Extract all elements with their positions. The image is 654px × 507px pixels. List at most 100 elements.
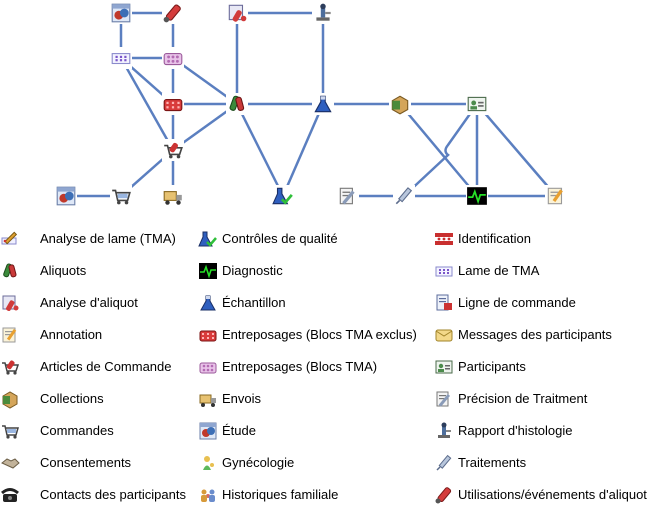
- legend-label: Identification: [458, 231, 531, 246]
- annotation-icon: [2, 327, 17, 343]
- messages-icon: [435, 329, 453, 342]
- tma-slide-icon: [435, 266, 453, 277]
- histology-report-icon: [316, 3, 331, 21]
- study-icon: [199, 422, 217, 440]
- edge-participants-traitements: [403, 103, 479, 197]
- legend-item: Gynécologie: [198, 453, 294, 473]
- telephone-icon: [1, 488, 19, 502]
- legend-item: Aliquots: [0, 261, 86, 281]
- sample-flask-icon: [200, 295, 216, 311]
- node-diagnostic[interactable]: [466, 185, 488, 207]
- node-echantillon[interactable]: [312, 93, 334, 115]
- sample-flask-icon: [314, 95, 332, 113]
- edge-aliquots-controles: [235, 103, 285, 197]
- legend-label: Ligne de commande: [458, 295, 576, 310]
- legend-item: Ligne de commande: [434, 293, 576, 313]
- diagnosis-icon: [199, 263, 217, 279]
- node-annotation[interactable]: [545, 185, 567, 207]
- consents-handshake-icon: [1, 458, 20, 469]
- participants-icon: [435, 360, 453, 374]
- node-utilisations[interactable]: [162, 2, 184, 24]
- storage-tma-icon: [199, 362, 217, 374]
- node-envois[interactable]: [162, 185, 184, 207]
- node-precision[interactable]: [337, 185, 359, 207]
- aliquots-icon: [3, 263, 17, 278]
- legend-item: Traitements: [434, 453, 526, 473]
- legend-label: Participants: [458, 359, 526, 374]
- legend-label: Annotation: [40, 327, 103, 342]
- diagnosis-icon: [467, 187, 487, 205]
- legend-item: Articles de Commande: [0, 357, 172, 377]
- aliquot-uses-icon: [163, 4, 181, 23]
- aliquot-review-icon: [2, 295, 19, 311]
- node-etude[interactable]: [110, 2, 132, 24]
- legend-item: Contacts des participants: [0, 485, 186, 505]
- gynecology-icon: [203, 456, 214, 470]
- node-aliquots[interactable]: [226, 93, 248, 115]
- relationship-diagram: [55, 2, 567, 207]
- study-icon: [111, 3, 131, 23]
- order-line-icon: [436, 294, 452, 311]
- aliquot-review-icon: [228, 4, 247, 22]
- node-commandes[interactable]: [110, 185, 132, 207]
- legend-label: Traitements: [458, 455, 527, 470]
- storage-icon: [163, 99, 183, 112]
- legend-item: Entreposages (Blocs TMA): [198, 357, 377, 377]
- node-rapport-histo[interactable]: [312, 2, 334, 24]
- family-history-icon: [201, 489, 215, 502]
- legend-item: Participants: [434, 357, 526, 377]
- legend-label: Consentements: [40, 455, 132, 470]
- histology-report-icon: [438, 422, 451, 438]
- legend-label: Contacts des participants: [40, 487, 186, 502]
- legend-item: Précision de Traitment: [434, 389, 587, 409]
- tma-slide-icon: [111, 53, 131, 65]
- legend-item: Annotation: [0, 325, 102, 345]
- treatment-precision-icon: [339, 187, 355, 205]
- legend-item: Analyse de lame (TMA): [0, 229, 176, 249]
- legend-item: Envois: [198, 389, 261, 409]
- identification-icon: [435, 233, 453, 245]
- legend-label: Messages des participants: [458, 327, 612, 342]
- legend-item: Rapport d'histologie: [434, 421, 573, 441]
- treatment-precision-icon: [436, 391, 451, 407]
- legend-label: Analyse d'aliquot: [40, 295, 138, 310]
- node-articles[interactable]: [162, 139, 184, 161]
- legend-item: Diagnostic: [198, 261, 283, 281]
- node-collections[interactable]: [389, 93, 411, 115]
- legend-item: Identification: [434, 229, 531, 249]
- orders-cart-icon: [2, 425, 19, 439]
- legend-label: Historiques familiale: [222, 487, 339, 502]
- node-lame-tma[interactable]: [110, 47, 132, 69]
- quality-control-icon: [272, 187, 293, 205]
- shipments-icon: [199, 394, 216, 407]
- legend-item: Historiques familiale: [198, 485, 338, 505]
- node-analyse-aliquot[interactable]: [226, 2, 248, 24]
- order-items-icon: [2, 360, 20, 375]
- node-traitements[interactable]: [393, 185, 415, 207]
- slide-review-icon: [1, 231, 18, 245]
- node-controles[interactable]: [272, 185, 294, 207]
- legend-item: Contrôles de qualité: [198, 229, 338, 249]
- legend-label: Aliquots: [40, 263, 87, 278]
- legend-item: Étude: [198, 421, 256, 441]
- treatments-icon: [395, 187, 413, 205]
- node-participants[interactable]: [466, 93, 488, 115]
- study-icon: [56, 186, 76, 206]
- legend-label: Diagnostic: [222, 263, 283, 278]
- legend-label: Entreposages (Blocs TMA exclus): [222, 327, 417, 342]
- legend-label: Entreposages (Blocs TMA): [222, 359, 378, 374]
- legend-item: Consentements: [0, 453, 131, 473]
- orders-cart-icon: [112, 189, 131, 205]
- legend-item: Utilisations/événements d'aliquot: [434, 485, 647, 505]
- legend-label: Précision de Traitment: [458, 391, 588, 406]
- order-items-icon: [164, 142, 183, 159]
- node-entrepos-tma[interactable]: [162, 47, 184, 69]
- legend-item: Messages des participants: [434, 325, 612, 345]
- node-etude2[interactable]: [55, 185, 77, 207]
- legend-label: Articles de Commande: [40, 359, 172, 374]
- legend-label: Lame de TMA: [458, 263, 540, 278]
- annotation-icon: [547, 187, 563, 205]
- node-entrepos-excl[interactable]: [162, 93, 184, 115]
- legend-item: Entreposages (Blocs TMA exclus): [198, 325, 417, 345]
